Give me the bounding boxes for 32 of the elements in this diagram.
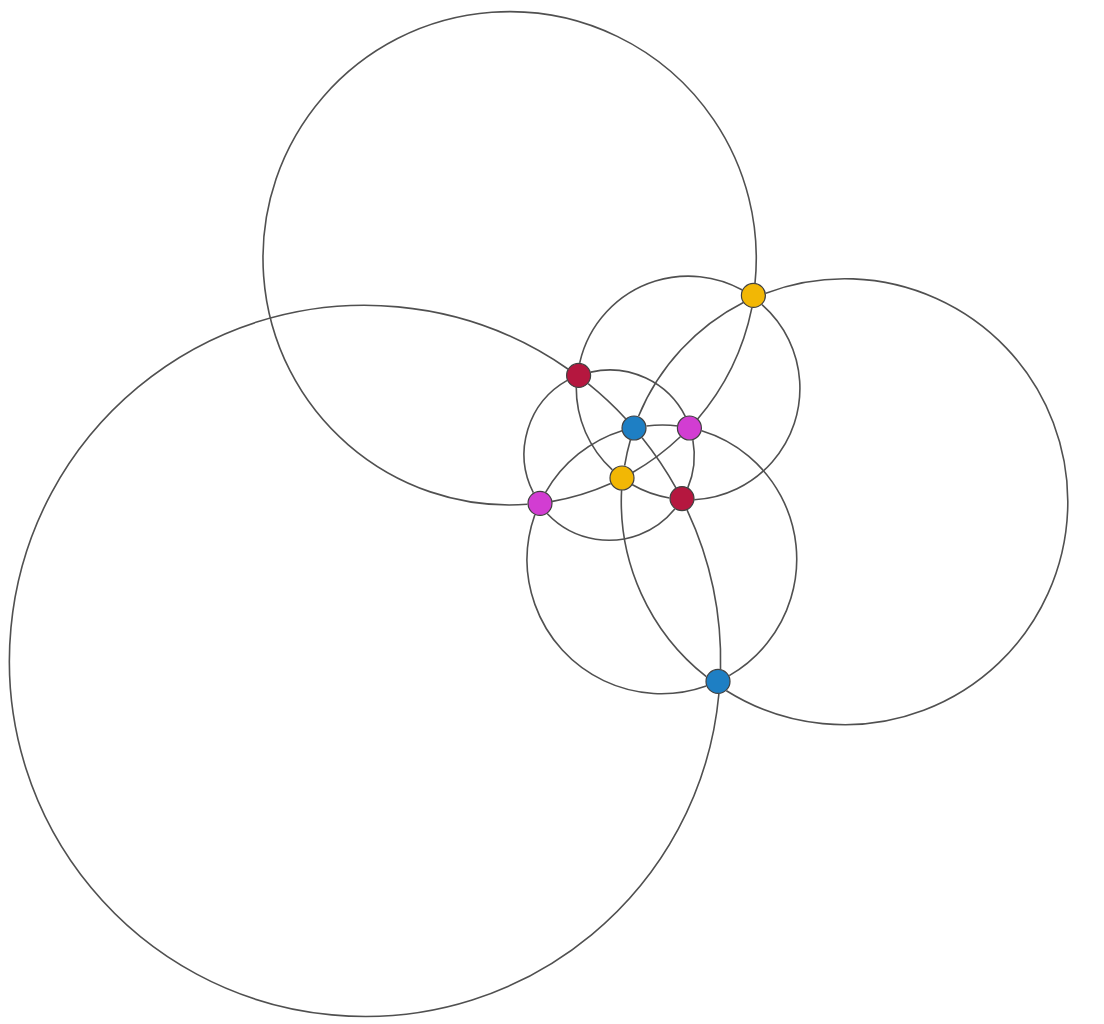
circle-arc [523,379,569,494]
circle-arc [587,382,628,421]
circle-arc [693,303,801,501]
circle-arc [589,369,687,418]
circle-arc [700,430,798,677]
point-marker [705,668,731,694]
circle-arc [546,508,676,542]
point-marker [527,490,553,516]
circle-arc [696,307,753,421]
circle-arc [526,513,708,695]
circle-arc [686,439,696,490]
point-marker [740,282,766,308]
circle-arc [620,489,708,678]
circle-arc [686,509,722,671]
circle-arc [631,435,682,474]
circle-arc [544,429,624,493]
point-marker [621,415,647,441]
point-marker [609,465,635,491]
circle-arc [645,424,679,427]
point-marker [566,362,592,388]
circle-arc [637,301,745,418]
circle-arc [725,278,1069,726]
circle-arc [578,275,744,364]
circle-arc [630,483,671,499]
point-marker [669,486,695,512]
point-marker [676,415,702,441]
circle-arc [262,10,758,506]
circle-arc [8,304,720,1017]
circle-arc [641,436,678,490]
circle-arc [575,386,614,471]
circle-arc [623,438,632,467]
circle-arc [550,482,612,503]
